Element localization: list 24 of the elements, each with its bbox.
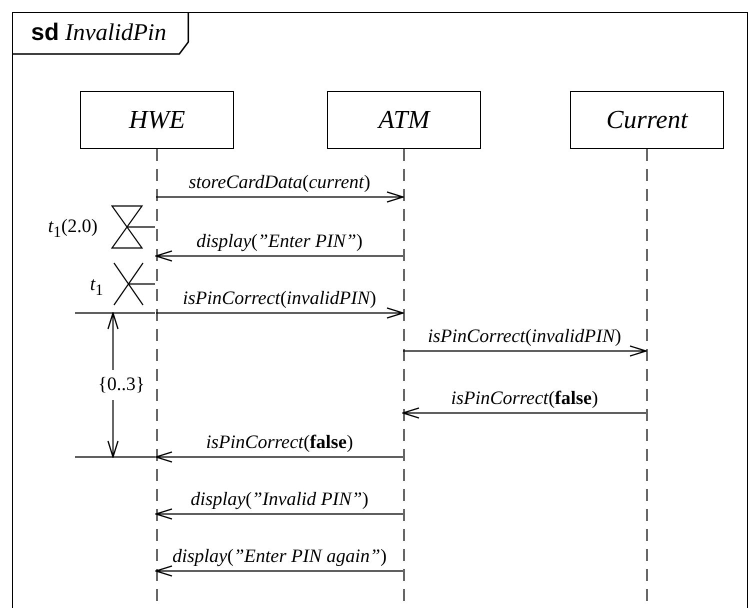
message-label: display(”Enter PIN”): [196, 231, 363, 253]
message-arrow: [402, 407, 646, 419]
time-constraint-label: t$_{1}$(2.0): [48, 216, 98, 243]
message-arrow: [155, 565, 403, 577]
time-constraint-label: t$_{1}$: [90, 274, 104, 301]
lifeline-head-box: ATM: [327, 91, 481, 149]
message-label: isPinCorrect(false): [450, 388, 598, 410]
message-arrow: [156, 307, 404, 319]
message-label: storeCardData(current): [188, 172, 370, 194]
message-label: isPinCorrect(invalidPIN): [428, 326, 622, 348]
iteration-constraint-label: {0..3}: [98, 374, 145, 396]
message-arrow: [403, 345, 647, 357]
lifeline-head-box: Current: [570, 91, 724, 149]
message-label: isPinCorrect(invalidPIN): [182, 288, 376, 310]
message-arrow: [156, 191, 404, 203]
message-arrow: [155, 250, 403, 262]
frame-title-tab: sd InvalidPin: [13, 13, 188, 53]
message-label: display(”Invalid PIN”): [190, 489, 368, 511]
message-arrow: [155, 508, 403, 520]
message-arrow: [155, 451, 403, 463]
message-label: display(”Enter PIN again”): [172, 546, 387, 568]
message-label: isPinCorrect(false): [206, 432, 354, 454]
lifeline-head-box: HWE: [80, 91, 234, 149]
diagram-frame: [12, 12, 748, 608]
